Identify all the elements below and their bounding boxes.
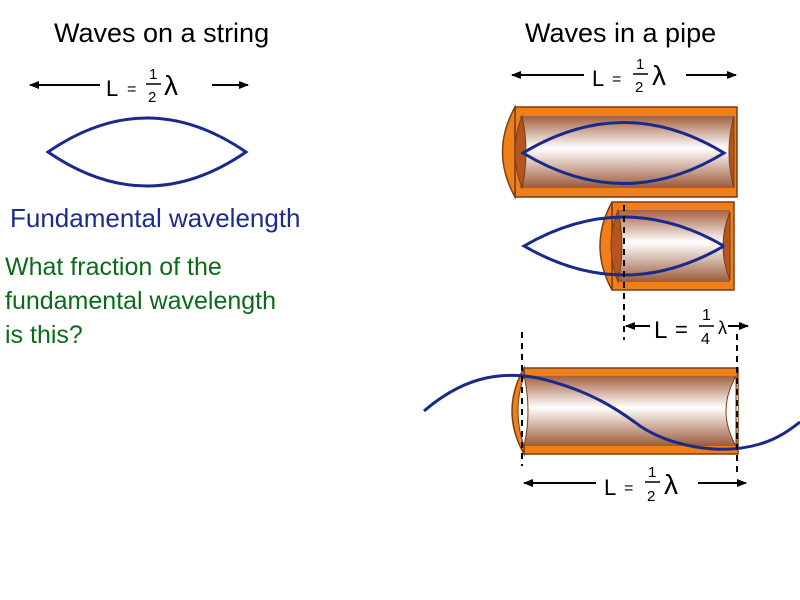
pipe-title: Waves in a pipe — [525, 18, 717, 48]
eq-num: 1 — [636, 56, 644, 73]
eq-den: 4 — [701, 331, 710, 348]
string-wave — [45, 116, 249, 188]
pipe-top-dimension: L = 1 2 λ — [511, 56, 737, 96]
question-text: What fraction of the fundamental wavelen… — [5, 253, 277, 349]
eq-lhs: L — [106, 76, 118, 101]
eq-den: 2 — [148, 89, 156, 106]
eq-num: 1 — [149, 66, 157, 83]
pipe-top — [501, 104, 738, 200]
eq-op: = — [127, 81, 136, 98]
eq-lhs: L — [654, 317, 667, 344]
eq-sym: λ — [718, 318, 727, 338]
eq-sym: λ — [664, 469, 678, 500]
eq-den: 2 — [647, 488, 655, 505]
eq-op: = — [675, 317, 688, 342]
pipe-bottom-wave — [423, 373, 800, 451]
pipe-top-wave — [520, 121, 727, 185]
pipe-bottom — [423, 332, 800, 472]
pipe-middle — [521, 201, 735, 340]
eq-num: 1 — [648, 464, 656, 481]
pipe-middle-dimension: L = 1 4 λ — [625, 307, 749, 348]
eq-sym: λ — [652, 60, 666, 91]
eq-op: = — [624, 480, 633, 497]
string-title: Waves on a string — [54, 18, 270, 48]
string-dimension: L = 1 2 λ — [29, 66, 249, 106]
pipe-bottom-dimension: L = 1 2 λ — [523, 464, 747, 505]
eq-sym: λ — [164, 70, 178, 101]
fundamental-label: Fundamental wavelength — [10, 203, 301, 233]
eq-num: 1 — [702, 307, 711, 324]
eq-lhs: L — [592, 66, 604, 91]
eq-op: = — [612, 71, 621, 88]
eq-lhs: L — [604, 475, 616, 500]
pipe-middle-wave — [521, 215, 725, 277]
eq-den: 2 — [635, 79, 643, 96]
